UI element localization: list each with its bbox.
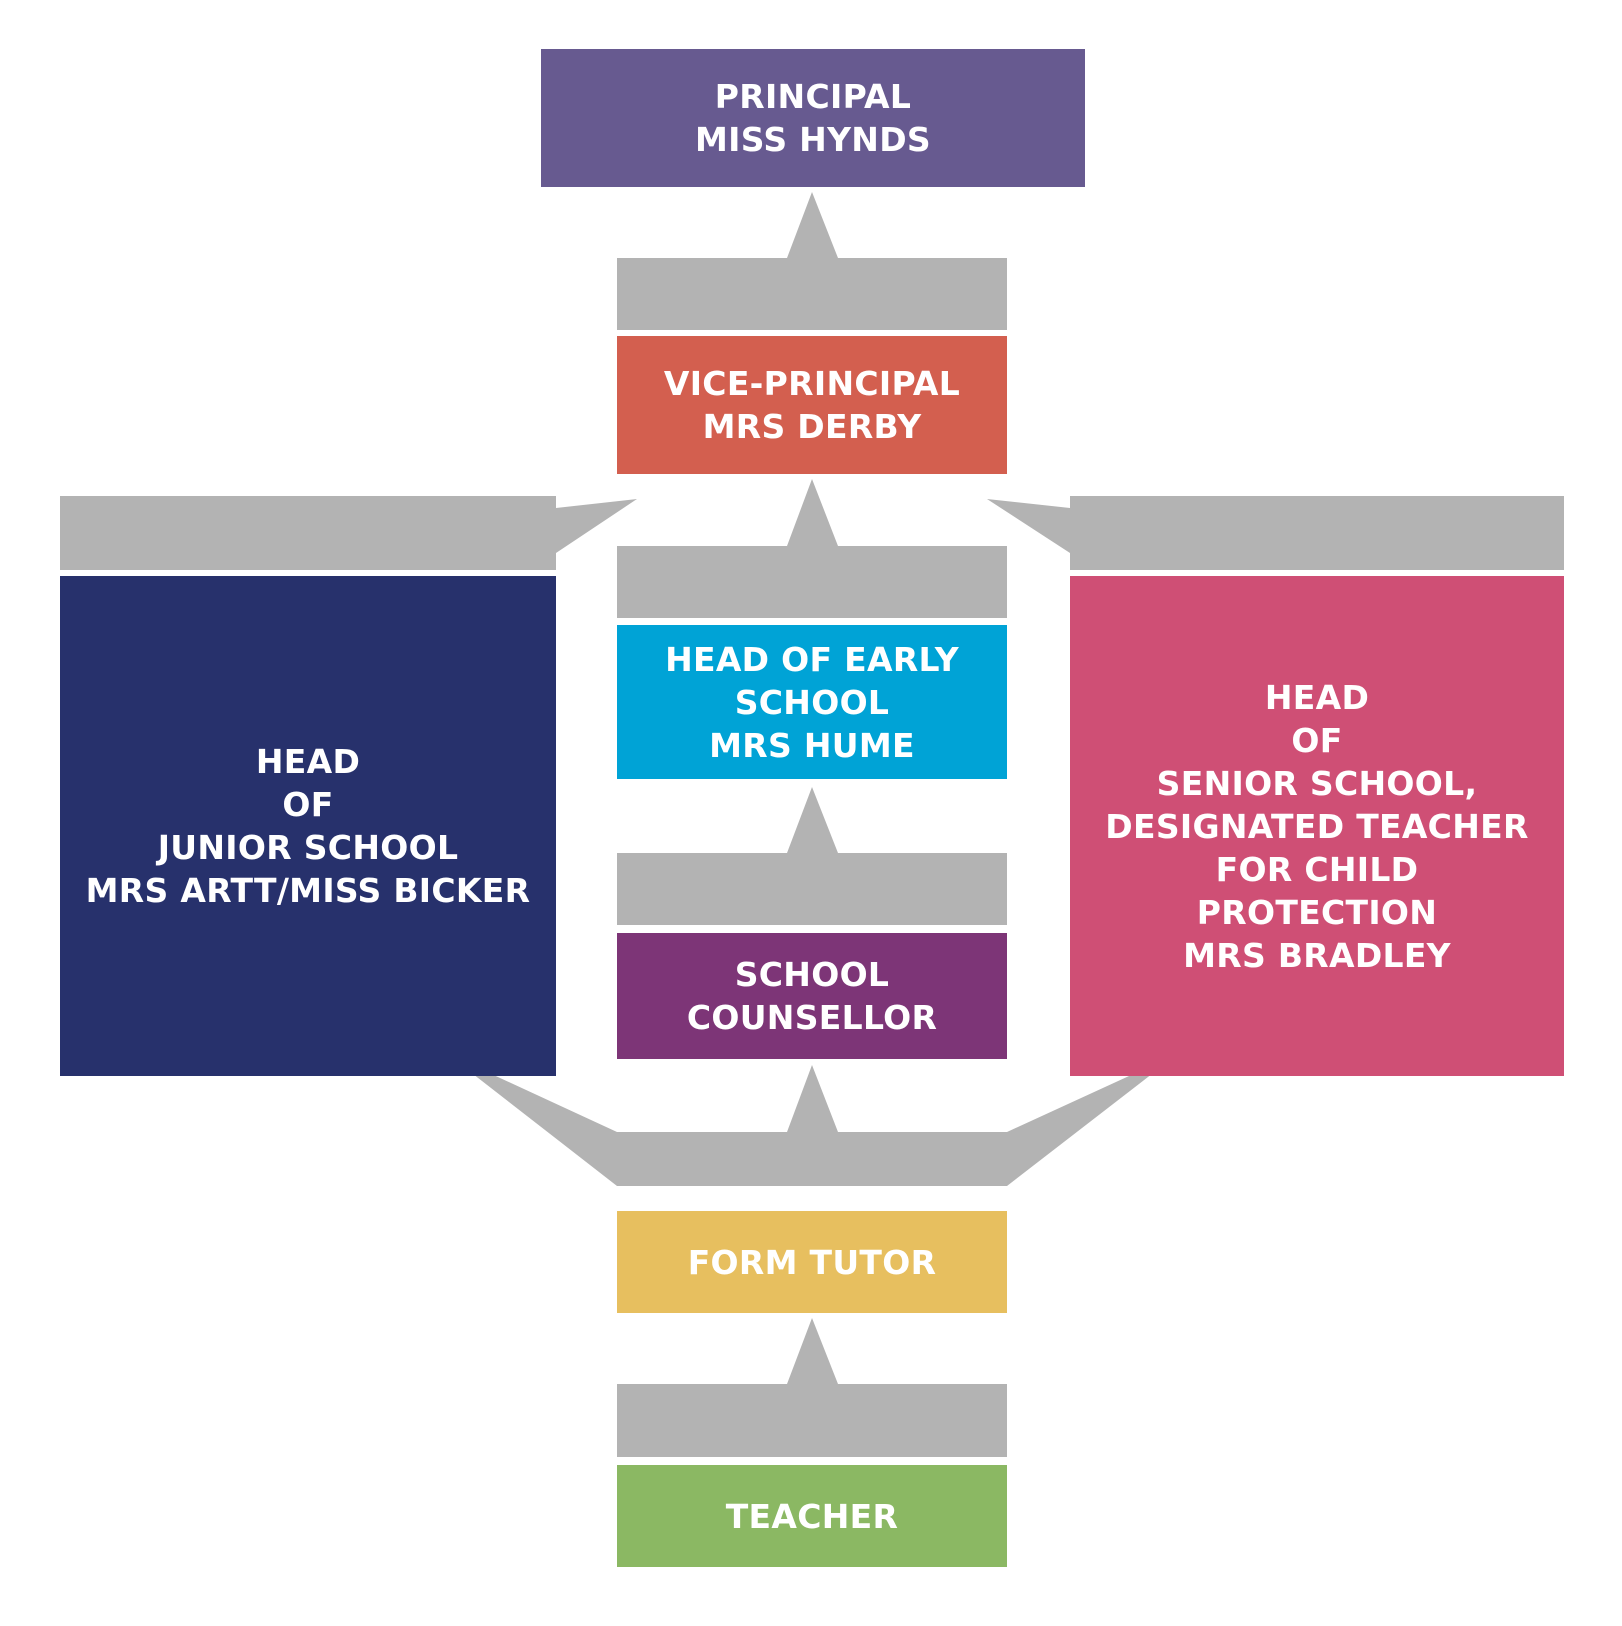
junior-school-label-line: OF (282, 785, 334, 824)
early-school-label-line: MRS HUME (709, 725, 915, 765)
principal-label-line: PRINCIPAL (714, 77, 912, 116)
senior-school-label-line: MRS BRADLEY (1183, 935, 1451, 975)
counsellor-label-line: COUNSELLOR (686, 998, 938, 1037)
form-tutor-box: FORM TUTOR (617, 1211, 1007, 1313)
early-school-label-line: SCHOOL (734, 682, 890, 722)
school-counsellor-box: SCHOOL COUNSELLOR (617, 933, 1007, 1059)
junior-school-head-box: HEAD OF JUNIOR SCHOOL MRS ARTT/MISS BICKER (60, 576, 556, 1076)
arrow-early-school-to-vice-principal (617, 479, 1007, 618)
arrow-form-tutor-to-upper-roles (446, 1053, 1179, 1186)
vice-principal-box: VICE-PRINCIPAL MRS DERBY (617, 336, 1007, 474)
senior-school-label-line: PROTECTION (1196, 892, 1438, 932)
arrow-junior-school-to-vice-principal (60, 496, 637, 570)
principal-box: PRINCIPAL MISS HYNDS (541, 49, 1085, 187)
senior-school-label-line: SENIOR SCHOOL, (1156, 763, 1478, 803)
arrow-vice-principal-to-principal (617, 192, 1007, 330)
senior-school-label-line: DESIGNATED TEACHER (1105, 806, 1529, 846)
junior-school-label-line: JUNIOR SCHOOL (157, 828, 459, 867)
principal-label-line: MISS HYNDS (695, 120, 931, 159)
senior-school-label-line: OF (1291, 720, 1343, 760)
junior-school-label-line: MRS ARTT/MISS BICKER (85, 871, 531, 910)
teacher-box: TEACHER (617, 1465, 1007, 1567)
junior-school-label-line: HEAD (255, 742, 361, 781)
arrow-teacher-to-form-tutor (617, 1318, 1007, 1457)
teacher-label-line: TEACHER (725, 1496, 899, 1536)
vice-principal-label-line: MRS DERBY (702, 407, 922, 446)
arrow-counsellor-to-early-school (617, 787, 1007, 925)
early-school-label-line: HEAD OF EARLY (665, 639, 959, 679)
connector-group (60, 192, 1564, 1457)
senior-school-label-line: FOR CHILD (1215, 849, 1419, 889)
arrow-senior-school-to-vice-principal (987, 496, 1564, 570)
vice-principal-label-line: VICE-PRINCIPAL (663, 364, 961, 403)
counsellor-label-line: SCHOOL (734, 955, 890, 994)
form-tutor-label-line: FORM TUTOR (687, 1242, 937, 1282)
senior-school-label-line: HEAD (1264, 677, 1370, 717)
